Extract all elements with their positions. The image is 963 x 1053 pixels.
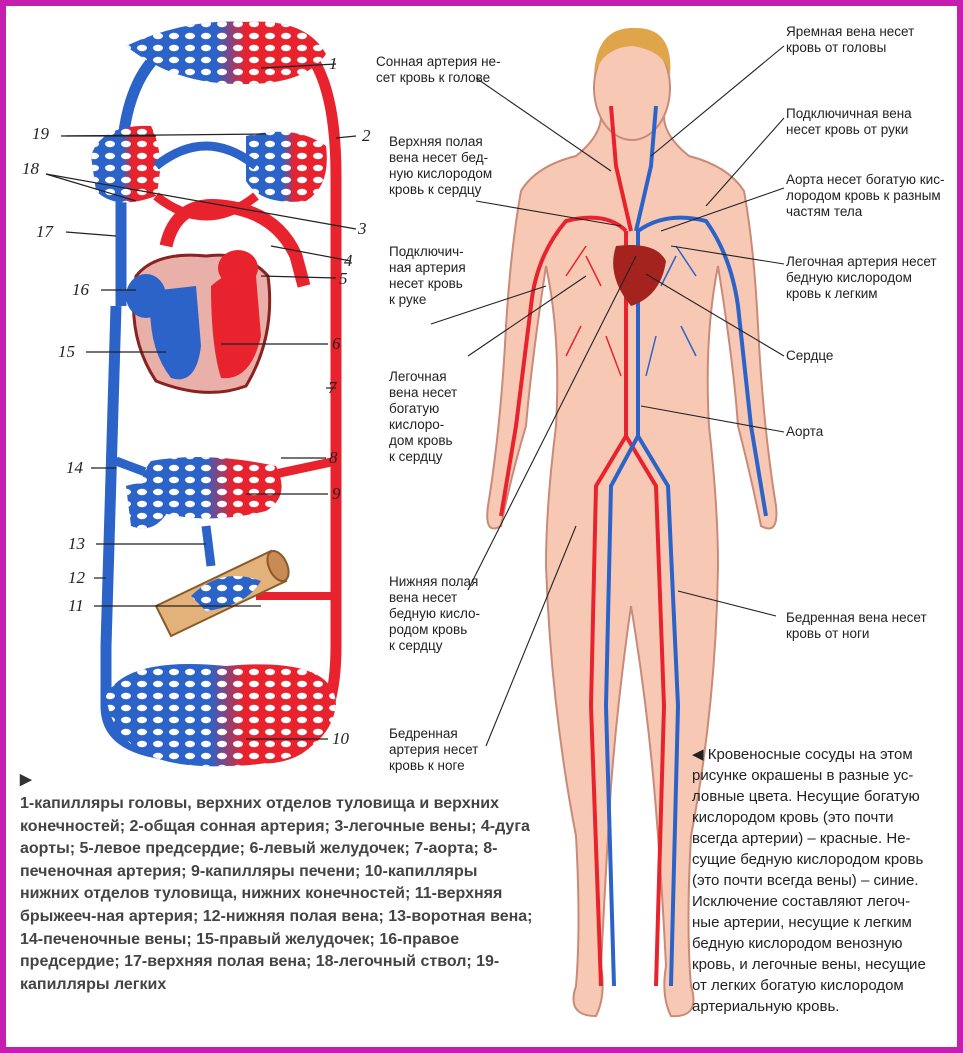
label-subclavian-artery: Подключич- ная артерия несет кровь к рук… xyxy=(389,244,466,308)
label-aorta-rich: Аорта несет богатую кис- лородом кровь к… xyxy=(786,172,944,220)
label-13: 13 xyxy=(68,534,85,553)
label-14: 14 xyxy=(66,458,84,477)
label-8: 8 xyxy=(329,448,338,467)
legend-marker-icon: ▶ xyxy=(20,771,540,789)
label-superior-vena-cava: Верхняя полая вена несет бед- ную кислор… xyxy=(389,134,492,198)
label-jugular-vein: Яремная вена несет кровь от головы xyxy=(786,24,914,56)
label-11: 11 xyxy=(68,596,84,615)
label-15: 15 xyxy=(58,342,75,361)
label-10: 10 xyxy=(332,729,350,748)
caption-text: ◀ Кровеносные сосуды на этом рисунке окр… xyxy=(692,744,963,1017)
label-17: 17 xyxy=(36,222,55,241)
label-1: 1 xyxy=(329,54,338,73)
label-18: 18 xyxy=(22,159,40,178)
label-9: 9 xyxy=(332,484,341,503)
label-pulmonary-vein: Легочная вена несет богатую кислоро- дом… xyxy=(389,369,457,465)
label-inferior-vena-cava: Нижняя полая вена несет бедную кисло- ро… xyxy=(389,574,480,654)
legend-block: ▶ 1-капилляры головы, верхних отделов ту… xyxy=(20,771,540,996)
label-16: 16 xyxy=(72,280,90,299)
lung-capillaries xyxy=(91,126,327,203)
liver-capillaries xyxy=(126,457,282,529)
label-3: 3 xyxy=(357,219,367,238)
label-5: 5 xyxy=(339,269,348,288)
label-4: 4 xyxy=(344,251,353,270)
label-carotid-artery: Сонная артерия не- сет кровь к голове xyxy=(376,54,501,86)
head-capillaries xyxy=(126,22,326,85)
label-aorta: Аорта xyxy=(786,424,823,440)
label-12: 12 xyxy=(68,568,86,587)
label-6: 6 xyxy=(332,334,341,353)
label-19: 19 xyxy=(32,124,50,143)
heart-schematic xyxy=(126,250,270,392)
intestine xyxy=(156,548,293,636)
label-subclavian-vein: Подключичная вена несет кровь от руки xyxy=(786,106,912,138)
circulation-schematic: 1 2 3 4 5 6 7 8 9 10 11 12 13 14 15 16 1… xyxy=(22,22,371,767)
label-femoral-artery: Бедренная артерия несет кровь к ноге xyxy=(389,726,478,774)
label-heart: Сердце xyxy=(786,348,833,364)
label-pulmonary-artery: Легочная артерия несет бедную кислородом… xyxy=(786,254,937,302)
label-2: 2 xyxy=(362,126,371,145)
legend-text: 1-капилляры головы, верхних отделов туло… xyxy=(20,795,532,993)
label-femoral-vein: Бедренная вена несет кровь от ноги xyxy=(786,610,927,642)
